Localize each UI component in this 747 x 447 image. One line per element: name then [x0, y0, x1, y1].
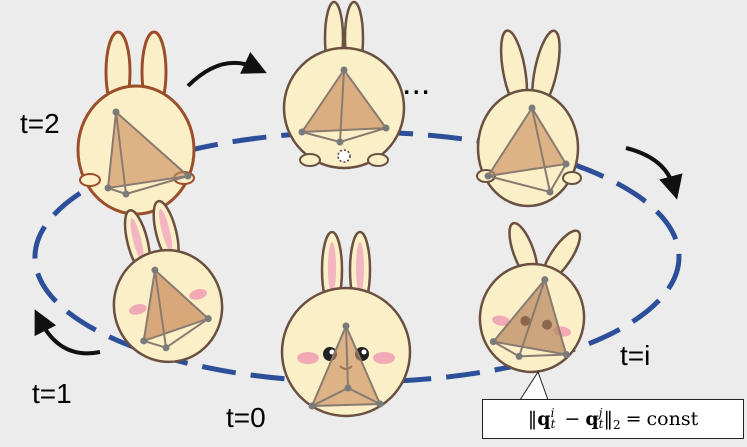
arrow-top-left: [188, 63, 256, 86]
rabbit-ti: [471, 213, 600, 380]
formula-q-i: q: [537, 408, 550, 430]
label-t0: t=0: [226, 404, 266, 432]
formula-q-j: q: [585, 408, 598, 430]
formula-rhs: const: [647, 408, 699, 430]
ellipsis: ...: [402, 66, 430, 100]
formula-norm-close: ‖: [603, 408, 613, 430]
formula-norm-sub: 2: [613, 418, 621, 432]
formula-equals: =: [626, 408, 642, 430]
rabbit-t2: [78, 32, 194, 214]
arrow-right: [626, 148, 674, 188]
formula-sub-t1: t: [551, 419, 556, 430]
rabbit-t1: [90, 192, 233, 373]
rabbit-top-right: [477, 29, 581, 206]
label-t1: t=1: [32, 380, 72, 408]
rabbit-top-middle: [284, 2, 404, 168]
formula-minus: −: [564, 408, 580, 430]
rabbit-t0: [282, 232, 410, 416]
formula-norm-open: ‖: [528, 408, 538, 430]
callout-pointer: [520, 372, 548, 400]
label-ti: t=i: [620, 342, 650, 370]
label-t2: t=2: [20, 110, 60, 138]
